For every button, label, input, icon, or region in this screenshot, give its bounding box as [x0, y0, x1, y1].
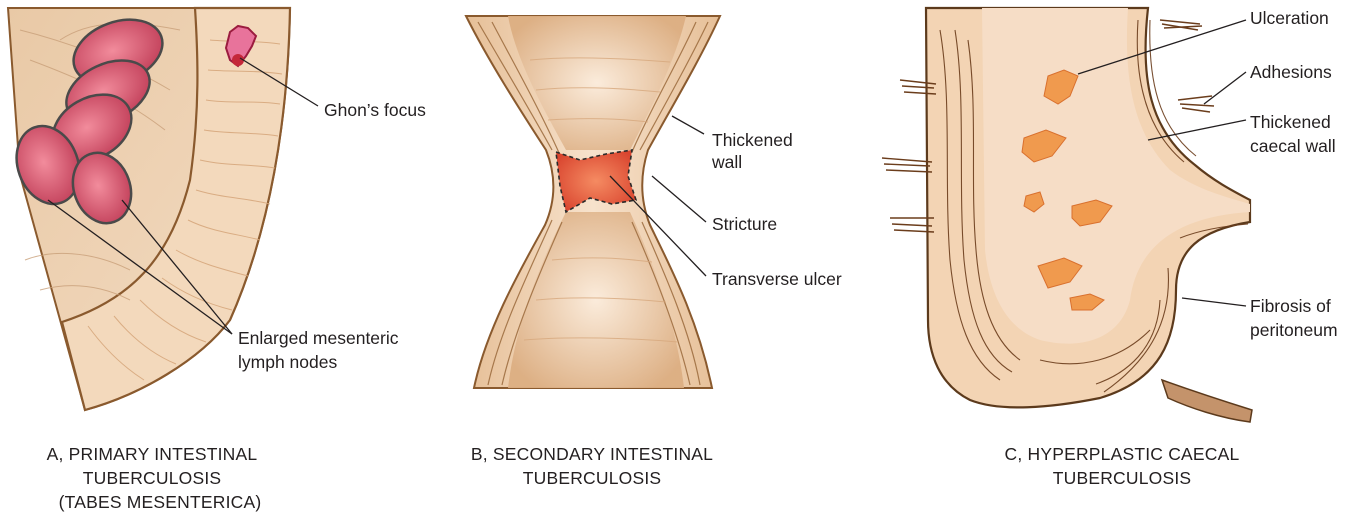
panel-b-illustration	[466, 16, 720, 388]
caption-c-line1: C, HYPERPLASTIC CAECAL	[1005, 444, 1240, 464]
stricture-label: Stricture	[712, 214, 777, 234]
caption-a-line1: A, PRIMARY INTESTINAL	[47, 444, 258, 464]
caption-a-line2: TUBERCULOSIS	[83, 468, 222, 488]
ulceration-label: Ulceration	[1250, 8, 1329, 28]
thickened-caecal-wall-label-line2: caecal wall	[1250, 136, 1336, 156]
panel-c-illustration	[882, 8, 1252, 422]
transverse-ulcer-label: Transverse ulcer	[712, 269, 842, 289]
lymph-nodes-label-line1: Enlarged mesenteric	[238, 328, 399, 348]
caption-b-line2: TUBERCULOSIS	[523, 468, 662, 488]
fibrotic-band	[1162, 380, 1252, 422]
panel-c-caption: C, HYPERPLASTIC CAECAL TUBERCULOSIS	[1005, 444, 1240, 488]
thickened-wall-label-line1: Thickened	[712, 130, 793, 150]
adhesions-label: Adhesions	[1250, 62, 1332, 82]
panel-a-illustration	[6, 8, 318, 410]
caption-c-line2: TUBERCULOSIS	[1053, 468, 1192, 488]
panel-b-labels: Thickened wall Stricture Transverse ulce…	[711, 130, 842, 289]
panel-a-caption: A, PRIMARY INTESTINAL TUBERCULOSIS (TABE…	[47, 444, 262, 512]
fibrosis-label-line2: peritoneum	[1250, 320, 1338, 340]
fibrosis-label-line1: Fibrosis of	[1250, 296, 1331, 316]
lymph-nodes-label-line2: lymph nodes	[238, 352, 337, 372]
ghon-focus-label: Ghon’s focus	[324, 100, 426, 120]
caption-a-line3: (TABES MESENTERICA)	[59, 492, 262, 512]
caption-b-line1: B, SECONDARY INTESTINAL	[471, 444, 713, 464]
thickened-caecal-wall-label-line1: Thickened	[1250, 112, 1331, 132]
thickened-wall-label-line2: wall	[711, 152, 742, 172]
panel-b-caption: B, SECONDARY INTESTINAL TUBERCULOSIS	[471, 444, 713, 488]
panel-c-labels: Ulceration Adhesions Thickened caecal wa…	[1250, 8, 1338, 340]
